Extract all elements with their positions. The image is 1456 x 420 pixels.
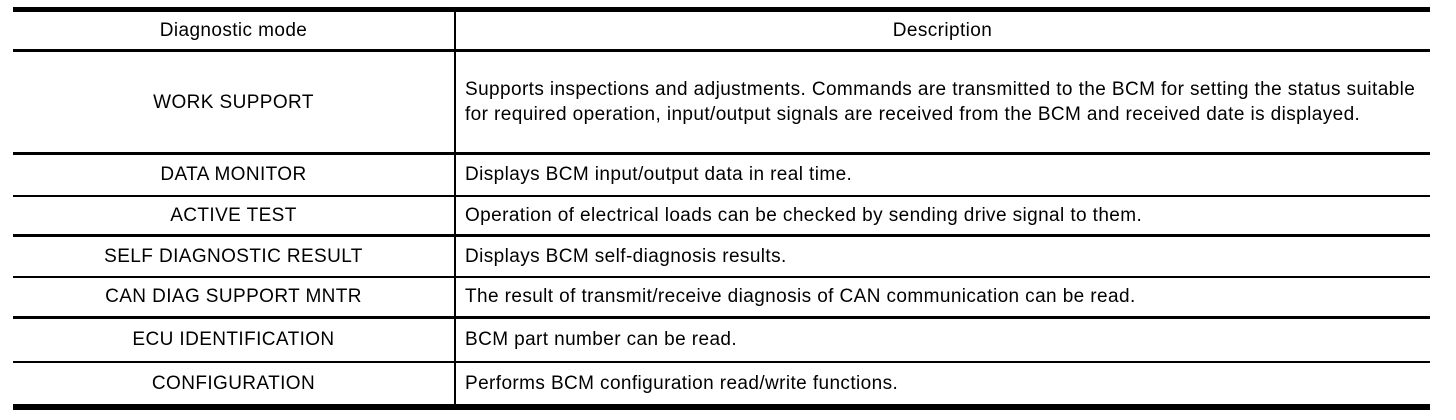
column-header-diagnostic-mode: Diagnostic mode bbox=[13, 9, 456, 52]
description-cell: BCM part number can be read. bbox=[455, 317, 1430, 363]
table-row: DATA MONITOR Displays BCM input/output d… bbox=[13, 153, 1430, 197]
table-header: Diagnostic mode Description bbox=[13, 9, 1430, 52]
description-cell: Performs BCM configuration read/write fu… bbox=[465, 372, 899, 394]
mode-cell: ECU IDENTIFICATION bbox=[13, 317, 456, 363]
mode-cell: DATA MONITOR bbox=[13, 153, 456, 197]
column-header-description: Description bbox=[455, 9, 1430, 52]
mode-cell: CAN DIAG SUPPORT MNTR bbox=[13, 276, 456, 319]
description-cell: Displays BCM input/output data in real t… bbox=[455, 153, 1430, 197]
table-row: SELF DIAGNOSTIC RESULT Displays BCM self… bbox=[13, 235, 1430, 278]
description-cell: Displays BCM self-diagnosis results. bbox=[455, 235, 1430, 278]
table-row: CAN DIAG SUPPORT MNTR The result of tran… bbox=[13, 276, 1430, 319]
description-cell: The result of transmit/receive diagnosis… bbox=[455, 276, 1430, 319]
table-row: WORK SUPPORT Supports inspections and ad… bbox=[13, 50, 1430, 155]
description-cell: Supports inspections and adjustments. Co… bbox=[455, 50, 1430, 155]
header-row: Diagnostic mode Description bbox=[13, 9, 1430, 52]
table-row: ACTIVE TEST Operation of electrical load… bbox=[13, 195, 1430, 237]
table-row: CONFIGURATION Performs BCM configuration… bbox=[13, 361, 1430, 407]
table-body: WORK SUPPORT Supports inspections and ad… bbox=[13, 50, 1430, 407]
table-row: ECU IDENTIFICATION BCM part number can b… bbox=[13, 317, 1430, 363]
mode-cell: WORK SUPPORT bbox=[13, 50, 456, 155]
mode-cell: SELF DIAGNOSTIC RESULT bbox=[13, 235, 456, 278]
mode-cell: CONFIGURATION bbox=[13, 361, 456, 407]
diagnostic-mode-table: Diagnostic mode Description WORK SUPPORT… bbox=[13, 7, 1430, 410]
description-cell: Operation of electrical loads can be che… bbox=[455, 195, 1430, 237]
mode-cell: ACTIVE TEST bbox=[13, 195, 456, 237]
